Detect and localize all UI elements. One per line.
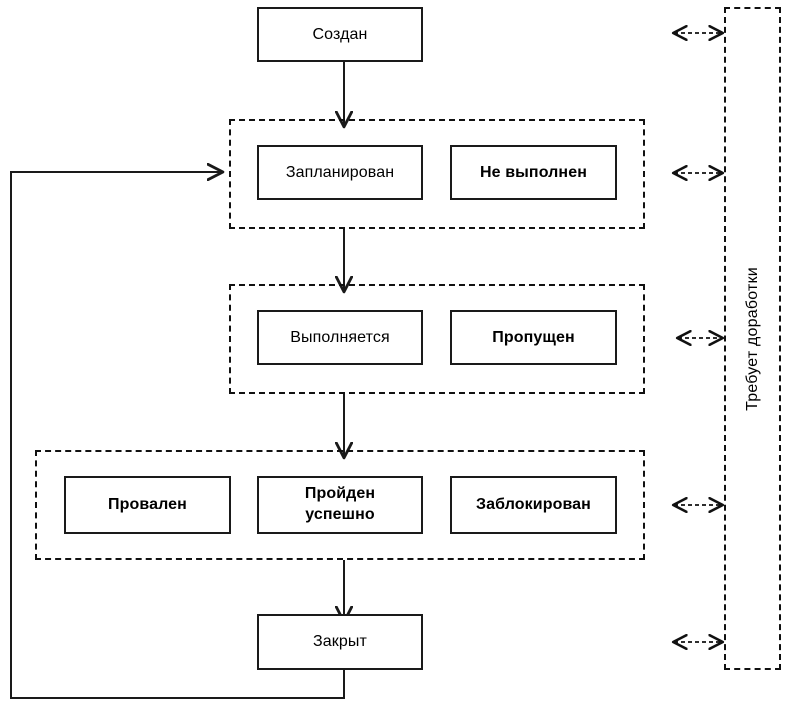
rework-panel[interactable]: Требует доработки	[724, 7, 781, 670]
state-label-failed: Провален	[108, 496, 187, 514]
state-box-skipped[interactable]: Пропущен	[450, 310, 617, 365]
rework-panel-label: Требует доработки	[743, 266, 761, 411]
state-box-closed[interactable]: Закрыт	[257, 614, 423, 670]
state-label-created: Создан	[312, 25, 368, 43]
state-box-in-progress[interactable]: Выполняется	[257, 310, 423, 365]
state-box-passed[interactable]: Пройден успешно	[257, 476, 423, 534]
state-label-passed: Пройден успешно	[304, 485, 376, 523]
state-box-created[interactable]: Создан	[257, 7, 423, 62]
state-box-not-done[interactable]: Не выполнен	[450, 145, 617, 200]
state-label-in-progress: Выполняется	[290, 328, 390, 346]
state-label-blocked: Заблокирован	[476, 496, 591, 514]
state-label-not-done: Не выполнен	[480, 163, 587, 181]
state-box-blocked[interactable]: Заблокирован	[450, 476, 617, 534]
state-box-failed[interactable]: Провален	[64, 476, 231, 534]
state-box-planned[interactable]: Запланирован	[257, 145, 423, 200]
state-label-planned: Запланирован	[285, 163, 395, 181]
state-label-skipped: Пропущен	[492, 328, 575, 346]
state-label-closed: Закрыт	[313, 633, 367, 651]
